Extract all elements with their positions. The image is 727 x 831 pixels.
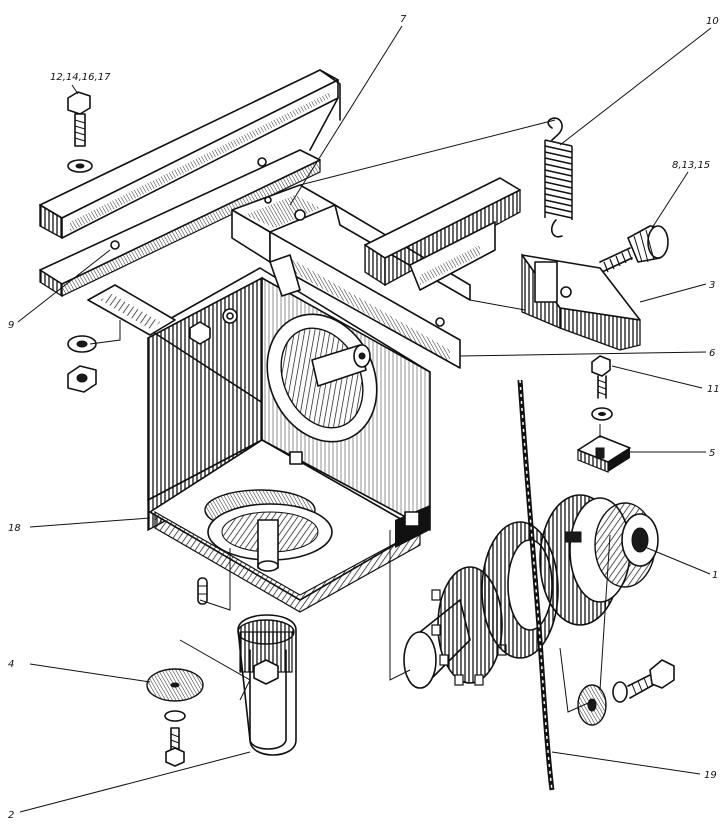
part-bolt-stack-12 (67, 91, 93, 173)
part-angle-bracket-9 (39, 69, 341, 298)
label-6: 6 (709, 348, 715, 359)
label-19: 19 (704, 770, 717, 781)
part-stirrup-2 (237, 614, 297, 756)
part-bolt-washer-right (577, 659, 675, 726)
part-channel-rail (364, 177, 521, 291)
part-pin (197, 577, 208, 605)
callout-labels: 12,14,16,17 7 10 8,13,15 3 9 6 11 5 18 1… (8, 14, 720, 821)
label-7: 7 (400, 14, 407, 25)
part-disc-4 (146, 668, 204, 767)
part-knurled-bolt-8 (599, 225, 669, 273)
part-spring-10 (544, 117, 573, 238)
part-cable-19 (517, 379, 555, 791)
leader-lines (17, 25, 712, 813)
label-3: 3 (709, 280, 715, 291)
part-gearbox-housing (87, 267, 431, 613)
label-12-14-16-17: 12,14,16,17 (50, 72, 111, 83)
label-18: 18 (8, 523, 21, 534)
label-9: 9 (8, 320, 14, 331)
label-1: 1 (712, 570, 718, 581)
part-nuts-left (67, 335, 97, 393)
label-2: 2 (8, 810, 14, 821)
label-4: 4 (8, 659, 14, 670)
label-11: 11 (707, 384, 720, 395)
part-block-5 (577, 435, 631, 473)
label-10: 10 (706, 16, 719, 27)
label-5: 5 (709, 448, 715, 459)
label-8-13-15: 8,13,15 (672, 160, 710, 171)
part-small-bolt-11 (591, 355, 613, 421)
part-clamp-plate-3 (521, 252, 641, 351)
